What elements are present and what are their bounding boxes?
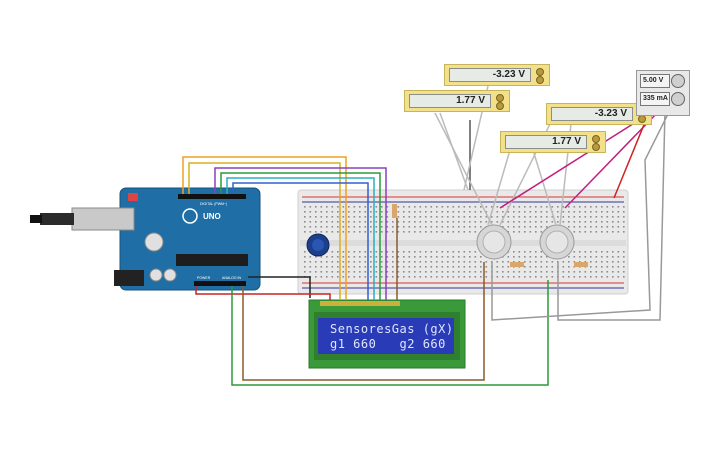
resistor-1[interactable] — [392, 204, 397, 218]
atmega-chip — [176, 254, 248, 266]
gas-sensor-2[interactable] — [539, 224, 575, 260]
psu-voltage: 5.00 V — [640, 74, 670, 88]
voltmeter-reading: -3.23 V — [551, 107, 633, 121]
analog-label: ANALOG IN — [222, 276, 242, 280]
power-jack — [114, 270, 144, 286]
digital-header — [178, 194, 246, 199]
lcd-line-2: g1 660 g2 660 — [330, 337, 446, 351]
lcd-screen: SensoresGas (gX) g1 660 g2 660 — [318, 318, 454, 354]
voltmeter-right-top[interactable]: -3.23 V — [546, 103, 652, 125]
voltmeter-reading: -3.23 V — [449, 68, 531, 82]
power-supply[interactable]: 5.00 V 335 mA — [636, 70, 690, 116]
usb-port — [71, 207, 135, 231]
voltmeter-left[interactable]: 1.77 V — [404, 90, 510, 112]
resistor-3[interactable] — [574, 262, 588, 267]
reset-button — [128, 193, 138, 201]
potentiometer[interactable] — [306, 233, 330, 257]
voltmeter-reading: 1.77 V — [409, 94, 491, 108]
voltmeter-top-center[interactable]: -3.23 V — [444, 64, 550, 86]
digital-label: DIGITAL (PWM~) — [200, 202, 227, 206]
voltmeter-right-bottom[interactable]: 1.77 V — [500, 131, 606, 153]
terminal-positive-icon[interactable] — [496, 94, 504, 102]
resistor-2[interactable] — [510, 262, 524, 267]
terminal-negative-icon[interactable] — [496, 102, 504, 110]
terminal-negative-icon[interactable] — [536, 76, 544, 84]
voltage-dial-icon[interactable] — [671, 74, 685, 88]
lcd-line-1: SensoresGas (gX) — [330, 322, 454, 336]
terminal-negative-icon[interactable] — [638, 115, 646, 123]
terminal-positive-icon[interactable] — [592, 135, 600, 143]
power-analog-header — [194, 281, 246, 286]
power-label: POWER — [197, 276, 211, 280]
arduino-logo — [182, 208, 198, 224]
terminal-negative-icon[interactable] — [592, 143, 600, 151]
breadboard[interactable] — [297, 189, 629, 295]
uno-label: UNO — [203, 212, 221, 221]
current-dial-icon[interactable] — [671, 92, 685, 106]
arduino-uno-board[interactable]: UNO DIGITAL (PWM~) POWER ANALOG IN — [30, 187, 261, 291]
psu-current: 335 mA — [640, 92, 670, 106]
gas-sensor-1[interactable] — [476, 224, 512, 260]
capacitor — [144, 232, 164, 252]
terminal-positive-icon[interactable] — [536, 68, 544, 76]
usb-cable — [40, 213, 74, 225]
voltmeter-reading: 1.77 V — [505, 135, 587, 149]
